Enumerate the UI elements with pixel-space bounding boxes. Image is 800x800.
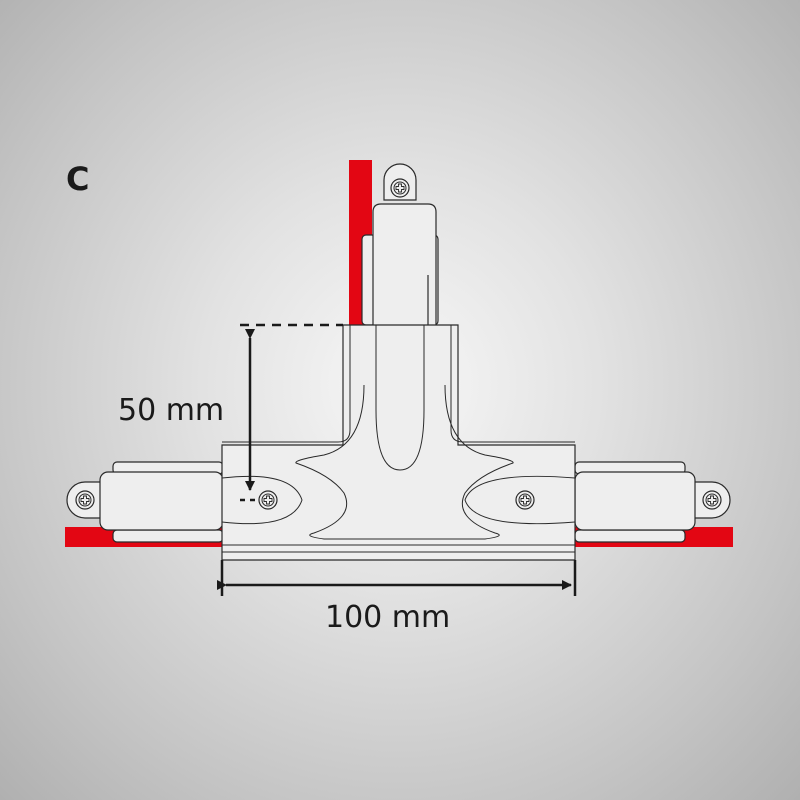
- panel-label: C: [66, 160, 90, 198]
- width-dimension-label: 100 mm: [325, 600, 451, 635]
- screw-icon: [258, 490, 278, 510]
- right-connector: [574, 461, 731, 543]
- screw-icon: [515, 490, 535, 510]
- height-dimension-label: 50 mm: [118, 393, 225, 428]
- left-connector: [66, 461, 224, 543]
- top-connector: [361, 163, 439, 326]
